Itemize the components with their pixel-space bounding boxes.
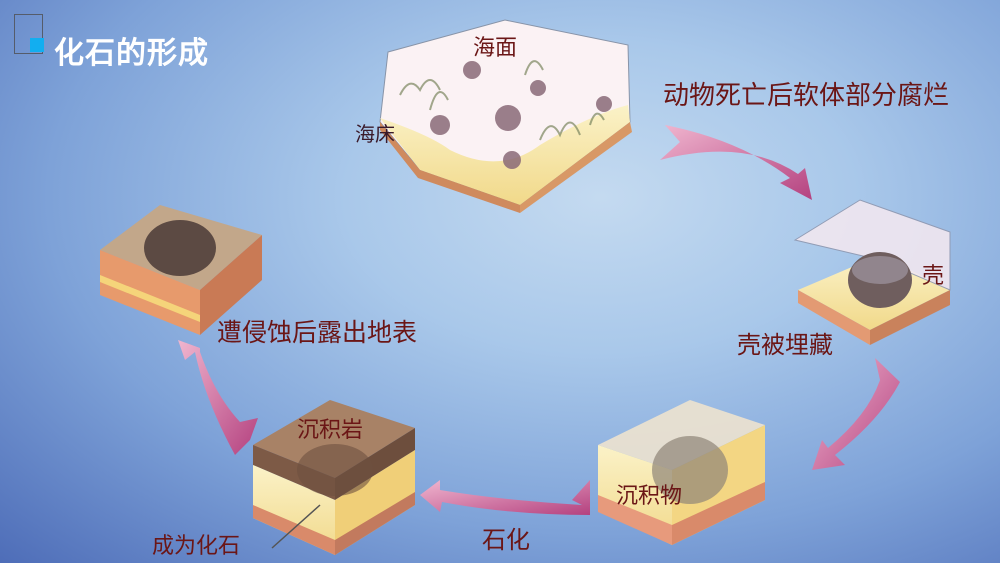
label-transition-3: 石化 [482, 526, 530, 554]
title-frame-decoration [14, 14, 43, 54]
snail-icons [430, 61, 612, 169]
label-transition-4: 遭侵蚀后露出地表 [217, 318, 418, 347]
exposed-block [100, 205, 262, 335]
label-transition-1: 动物死亡后软体部分腐烂 [663, 81, 950, 111]
rock-block [253, 400, 415, 555]
label-sediment: 沉积物 [616, 484, 683, 509]
label-shell: 壳 [922, 264, 945, 289]
label-sea-surface: 海面 [473, 36, 518, 61]
label-sedimentary-rock: 沉积岩 [297, 418, 364, 443]
seaweed-icons [399, 60, 605, 141]
sediment-block [598, 400, 765, 545]
label-transition-2: 壳被埋藏 [737, 331, 833, 359]
seabed-block [379, 19, 632, 213]
arrow-4 [178, 340, 258, 455]
title-bullet-icon [30, 38, 44, 52]
page-title: 化石的形成 [54, 36, 209, 71]
arrow-2 [812, 358, 900, 470]
label-become-fossil: 成为化石 [152, 534, 241, 559]
arrow-1 [660, 125, 812, 200]
arrow-3 [420, 480, 590, 515]
buried-block [793, 199, 951, 345]
label-seabed: 海床 [355, 122, 395, 146]
pointer-arrow [271, 504, 321, 549]
